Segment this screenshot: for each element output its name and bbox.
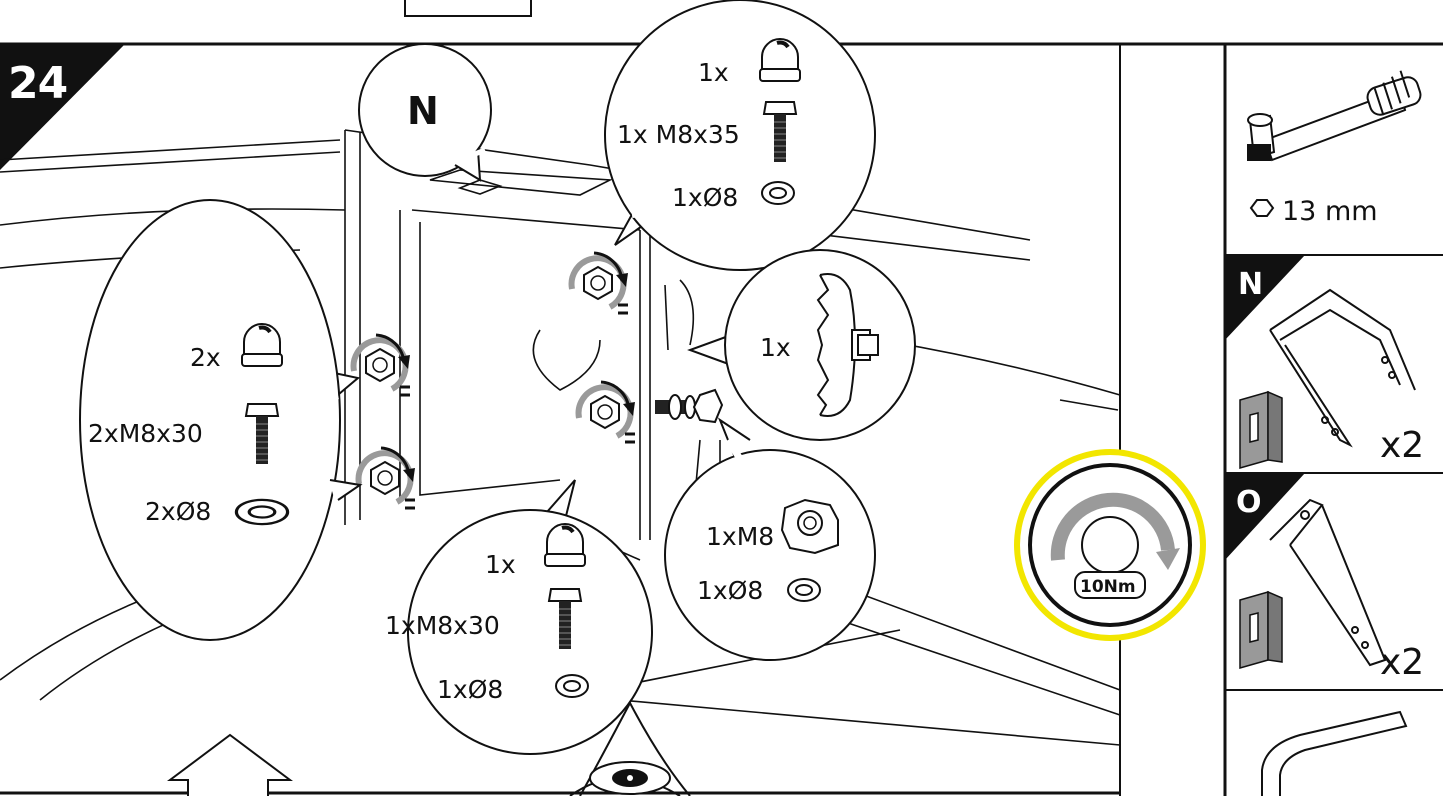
bracket-n-illustration bbox=[1269, 288, 1416, 448]
step-number: 24 bbox=[8, 58, 68, 109]
callout-top-bubble bbox=[604, 0, 876, 271]
callout-nut-qty: 1xM8 bbox=[706, 522, 775, 551]
callout-bottom-bubble bbox=[407, 479, 653, 755]
callout-left-bubble bbox=[79, 199, 363, 641]
callout-n-bubble bbox=[358, 43, 492, 182]
eye-icon bbox=[569, 700, 691, 796]
clip-o-illustration bbox=[1239, 590, 1283, 669]
callout-bottom-washer-qty: 1xØ8 bbox=[437, 675, 504, 704]
hex-key-icon bbox=[1261, 710, 1408, 796]
callout-left-cap-qty: 2x bbox=[190, 343, 221, 372]
socket-wrench-icon bbox=[1247, 70, 1422, 162]
callout-left-washer-qty: 2xØ8 bbox=[145, 497, 212, 526]
socket-size: 13 mm bbox=[1282, 196, 1378, 227]
clip-n-illustration bbox=[1239, 390, 1283, 469]
callout-top-washer-qty: 1xØ8 bbox=[672, 183, 739, 212]
callout-right-clip-qty: 1x bbox=[760, 333, 791, 362]
part-n-letter: N bbox=[1238, 267, 1264, 302]
callout-bottom-cap-qty: 1x bbox=[485, 550, 516, 579]
top-tab-marker bbox=[404, 0, 532, 17]
callout-nut-bubble bbox=[664, 417, 876, 661]
callout-top-cap-qty: 1x bbox=[698, 58, 729, 87]
part-o-letter: O bbox=[1236, 485, 1262, 520]
part-o-qty: x2 bbox=[1380, 642, 1425, 683]
step-badge bbox=[0, 44, 125, 170]
callout-n-label: N bbox=[407, 89, 439, 133]
part-o-badge bbox=[1225, 473, 1305, 560]
through-bolt-nut bbox=[655, 388, 724, 424]
part-n-qty: x2 bbox=[1380, 425, 1425, 466]
callout-left-bolt-qty: 2xM8x30 bbox=[88, 419, 203, 448]
up-arrow-icon bbox=[167, 733, 293, 796]
callout-bottom-bolt-qty: 1xM8x30 bbox=[385, 611, 500, 640]
callout-right-bubble bbox=[687, 249, 916, 441]
bracket-o-illustration bbox=[1269, 498, 1387, 667]
part-n-badge bbox=[1225, 255, 1305, 340]
torque-value: 10Nm bbox=[1080, 577, 1136, 597]
torque-icon bbox=[1014, 449, 1206, 641]
hex-nut-icon bbox=[1249, 199, 1275, 217]
callout-nut-washer-qty: 1xØ8 bbox=[697, 576, 764, 605]
callout-top-bolt-qty: 1x M8x35 bbox=[617, 120, 740, 149]
